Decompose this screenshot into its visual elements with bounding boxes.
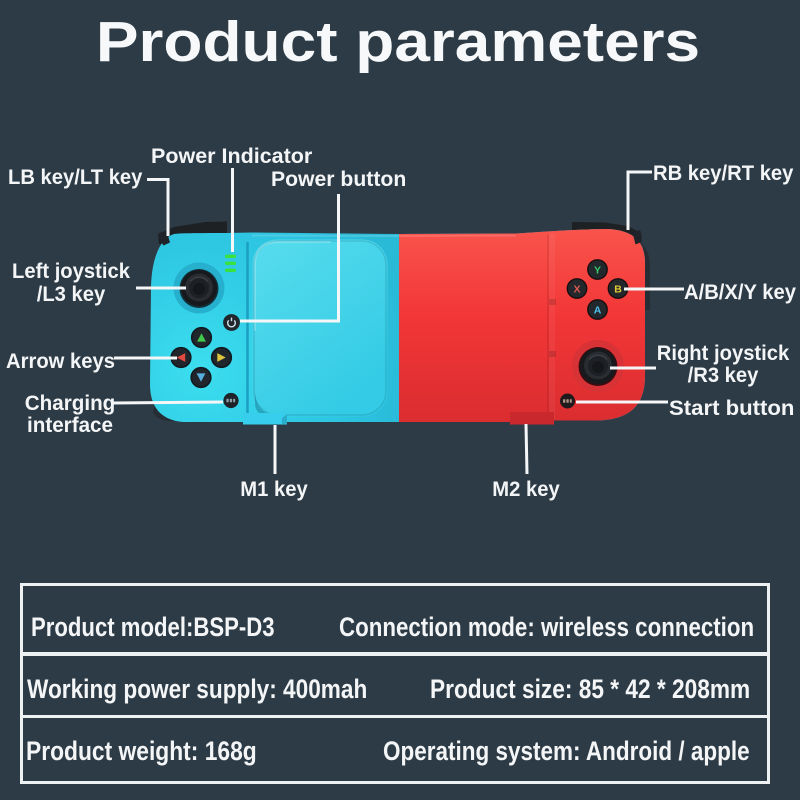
svg-text:B: B bbox=[614, 283, 622, 295]
svg-text:X: X bbox=[573, 283, 580, 295]
svg-text:A: A bbox=[594, 304, 602, 316]
svg-text:Y: Y bbox=[594, 264, 601, 276]
